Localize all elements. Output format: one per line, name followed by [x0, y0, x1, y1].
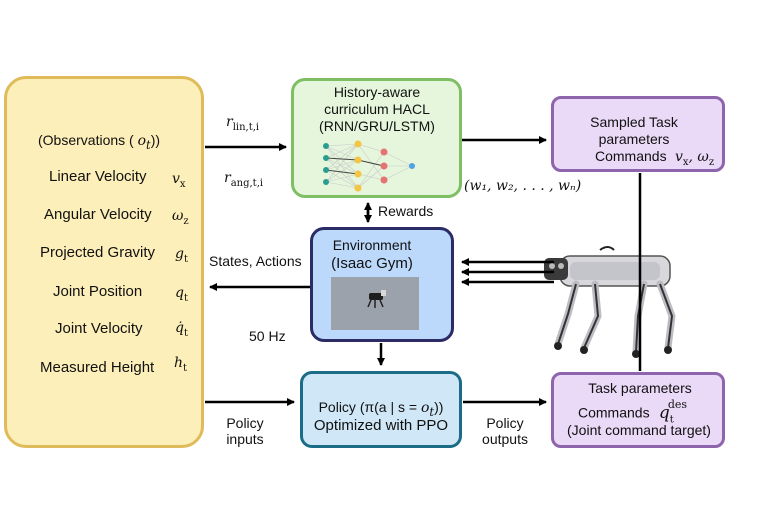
obs-item-symbol: vx	[172, 171, 186, 190]
obs-item-label: Angular Velocity	[44, 206, 152, 223]
observations-box	[4, 76, 204, 448]
policy-inputs-label-1: Policy	[226, 415, 264, 431]
obs-item-symbol: gt	[175, 246, 188, 265]
obs-item-symbol: q̇t	[175, 320, 188, 339]
frequency-label: 50 Hz	[249, 328, 286, 344]
policy-inputs-label-2: inputs	[226, 431, 264, 447]
states-actions-label: States, Actions	[209, 253, 302, 269]
sampled-task-line3: Commands vx, ωz	[595, 148, 715, 168]
quadruped-robot-icon	[544, 246, 676, 358]
observations-title: (Observations ( ot))	[38, 132, 161, 152]
sampled-task-box	[551, 96, 725, 172]
obs-item-label: Joint Velocity	[55, 320, 143, 337]
hacl-title-line3: (RNN/GRU/LSTM)	[319, 118, 435, 134]
task-params-line3: (Joint command target)	[567, 422, 711, 438]
obs-item-label: Joint Position	[53, 283, 143, 300]
hacl-title-line2: curriculum HACL	[324, 101, 430, 117]
rewards-label: Rewards	[378, 203, 434, 219]
obs-item-label: Projected Gravity	[40, 244, 156, 261]
obs-item-symbol: ωz	[172, 208, 189, 227]
obs-item-symbol: qt	[175, 285, 188, 304]
sampled-task-line2: parameters	[598, 131, 670, 147]
task-params-line2: Commands qtdes	[578, 398, 688, 426]
r-ang-label: rang,t,i	[224, 170, 264, 189]
obs-item-label: Linear Velocity	[49, 168, 147, 185]
simulation-screenshot	[331, 277, 419, 330]
weights-label: (w₁, w₂, . . . , wₙ)	[464, 178, 582, 194]
r-lin-label: rlin,t,i	[226, 114, 260, 133]
sampled-task-line1: Sampled Task	[590, 114, 678, 130]
neural-network-icon	[323, 140, 415, 192]
policy-box	[300, 371, 462, 448]
obs-item-label: Measured Height	[40, 359, 155, 376]
policy-title-line1: Policy (π(a | s = ot))	[318, 399, 444, 419]
policy-outputs-label-2: outputs	[482, 431, 528, 447]
task-params-line1: Task parameters	[588, 380, 692, 396]
task-parameters-box	[551, 372, 725, 448]
environment-title-line1: Environment	[332, 237, 412, 253]
sim-robot-icon	[367, 290, 386, 308]
policy-title-line2: Optimized with PPO	[313, 417, 449, 434]
environment-title-line2: (Isaac Gym)	[331, 255, 413, 272]
policy-outputs-label-1: Policy	[486, 415, 524, 431]
obs-item-symbol: ht	[174, 355, 188, 374]
hacl-title-line1: History-aware	[333, 84, 421, 100]
